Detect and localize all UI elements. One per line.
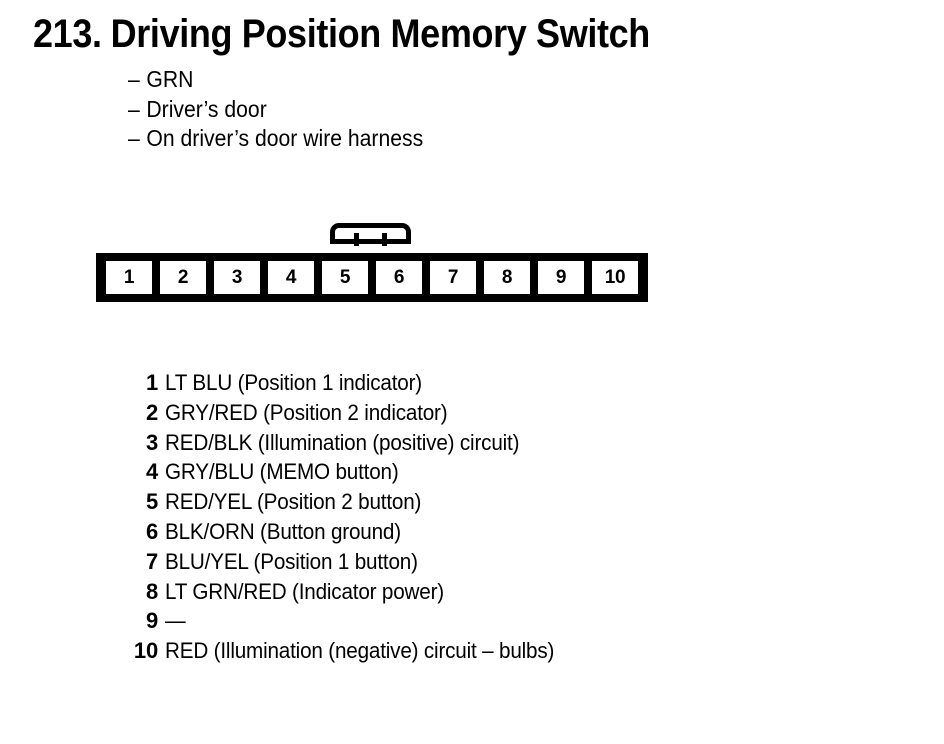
- latch-tab-notch-left: [335, 233, 354, 239]
- page-title-number: 213.: [33, 12, 102, 56]
- pin-description: RED/BLK (Illumination (positive) circuit…: [165, 429, 520, 455]
- pin-number: 6: [145, 518, 158, 544]
- pin-row-6: 6 BLK/ORN (Button ground): [110, 519, 810, 549]
- pin-description: BLK/ORN (Button ground): [165, 518, 401, 544]
- pin-row-2: 2 GRY/RED (Position 2 indicator): [110, 400, 810, 430]
- attribute-color: GRN: [146, 66, 194, 92]
- connector-pin-cell-4: 4: [265, 258, 317, 297]
- pin-description: —: [165, 608, 186, 634]
- pin-row-1: 1 LT BLU (Position 1 indicator): [110, 370, 810, 400]
- pin-row-7: 7 BLU/YEL (Position 1 button): [110, 549, 810, 579]
- connector-pin-cell-9: 9: [535, 258, 587, 297]
- dash-bullet-icon: –: [128, 95, 140, 122]
- header: 213.Driving Position Memory Switch: [33, 12, 893, 56]
- pin-row-8: 8 LT GRN/RED (Indicator power): [110, 579, 810, 609]
- pin-description-list: 1 LT BLU (Position 1 indicator) 2 GRY/RE…: [110, 370, 810, 668]
- list-item: –On driver’s door wire harness: [128, 124, 772, 154]
- latch-tab-bottom-bar: [330, 239, 411, 244]
- connector-pin-cell-3: 3: [211, 258, 263, 297]
- pin-row-9: 9 —: [110, 608, 810, 638]
- pin-number: 8: [145, 578, 158, 604]
- latch-tab-neck-right: [382, 233, 387, 246]
- pin-row-4: 4 GRY/BLU (MEMO button): [110, 459, 810, 489]
- pin-number: 5: [145, 489, 158, 515]
- attribute-harness: On driver’s door wire harness: [146, 125, 424, 151]
- connector-pin-cell-10: 10: [589, 258, 641, 297]
- connector-body: 1 2 3 4 5 6 7 8 9 10: [96, 253, 648, 302]
- pin-row-3: 3 RED/BLK (Illumination (positive) circu…: [110, 430, 810, 460]
- pin-number: 3: [145, 429, 158, 455]
- connector-pin-cell-6: 6: [373, 258, 425, 297]
- pin-description: BLU/YEL (Position 1 button): [165, 548, 418, 574]
- connector-pin-cell-1: 1: [103, 258, 155, 297]
- list-item: –Driver’s door: [128, 95, 772, 125]
- pin-number: 1: [145, 370, 158, 395]
- connector-pin-cell-7: 7: [427, 258, 479, 297]
- pin-description: LT GRN/RED (Indicator power): [165, 578, 444, 604]
- connector-pin-cell-5: 5: [319, 258, 371, 297]
- page-title: 213.Driving Position Memory Switch: [33, 12, 807, 56]
- connector-pin-cell-8: 8: [481, 258, 533, 297]
- pin-number: 2: [145, 399, 158, 425]
- pin-description: RED/YEL (Position 2 button): [165, 489, 422, 515]
- connector-attribute-list: –GRN –Driver’s door –On driver’s door wi…: [128, 65, 828, 154]
- connector-pin-cell-2: 2: [157, 258, 209, 297]
- pin-number: 4: [145, 459, 158, 485]
- dash-bullet-icon: –: [128, 125, 140, 151]
- pin-description: GRY/BLU (MEMO button): [165, 459, 399, 485]
- connector-diagram: 1 2 3 4 5 6 7 8 9 10: [96, 221, 656, 311]
- connector-latch-tab-icon: [330, 223, 411, 246]
- page-title-text: Driving Position Memory Switch: [110, 12, 651, 56]
- pin-number: 9: [145, 608, 158, 634]
- pin-number: 10: [133, 638, 158, 664]
- pin-description: LT BLU (Position 1 indicator): [165, 370, 423, 395]
- pin-number: 7: [145, 548, 158, 574]
- latch-tab-notch-right: [387, 233, 406, 239]
- pin-description: RED (Illumination (negative) circuit – b…: [165, 638, 555, 664]
- dash-bullet-icon: –: [128, 66, 140, 92]
- pin-row-10: 10 RED (Illumination (negative) circuit …: [110, 638, 810, 668]
- latch-tab-neck-left: [354, 233, 359, 246]
- pin-row-5: 5 RED/YEL (Position 2 button): [110, 489, 810, 519]
- pin-description: GRY/RED (Position 2 indicator): [165, 399, 448, 425]
- attribute-location: Driver’s door: [146, 95, 267, 122]
- list-item: –GRN: [128, 65, 772, 95]
